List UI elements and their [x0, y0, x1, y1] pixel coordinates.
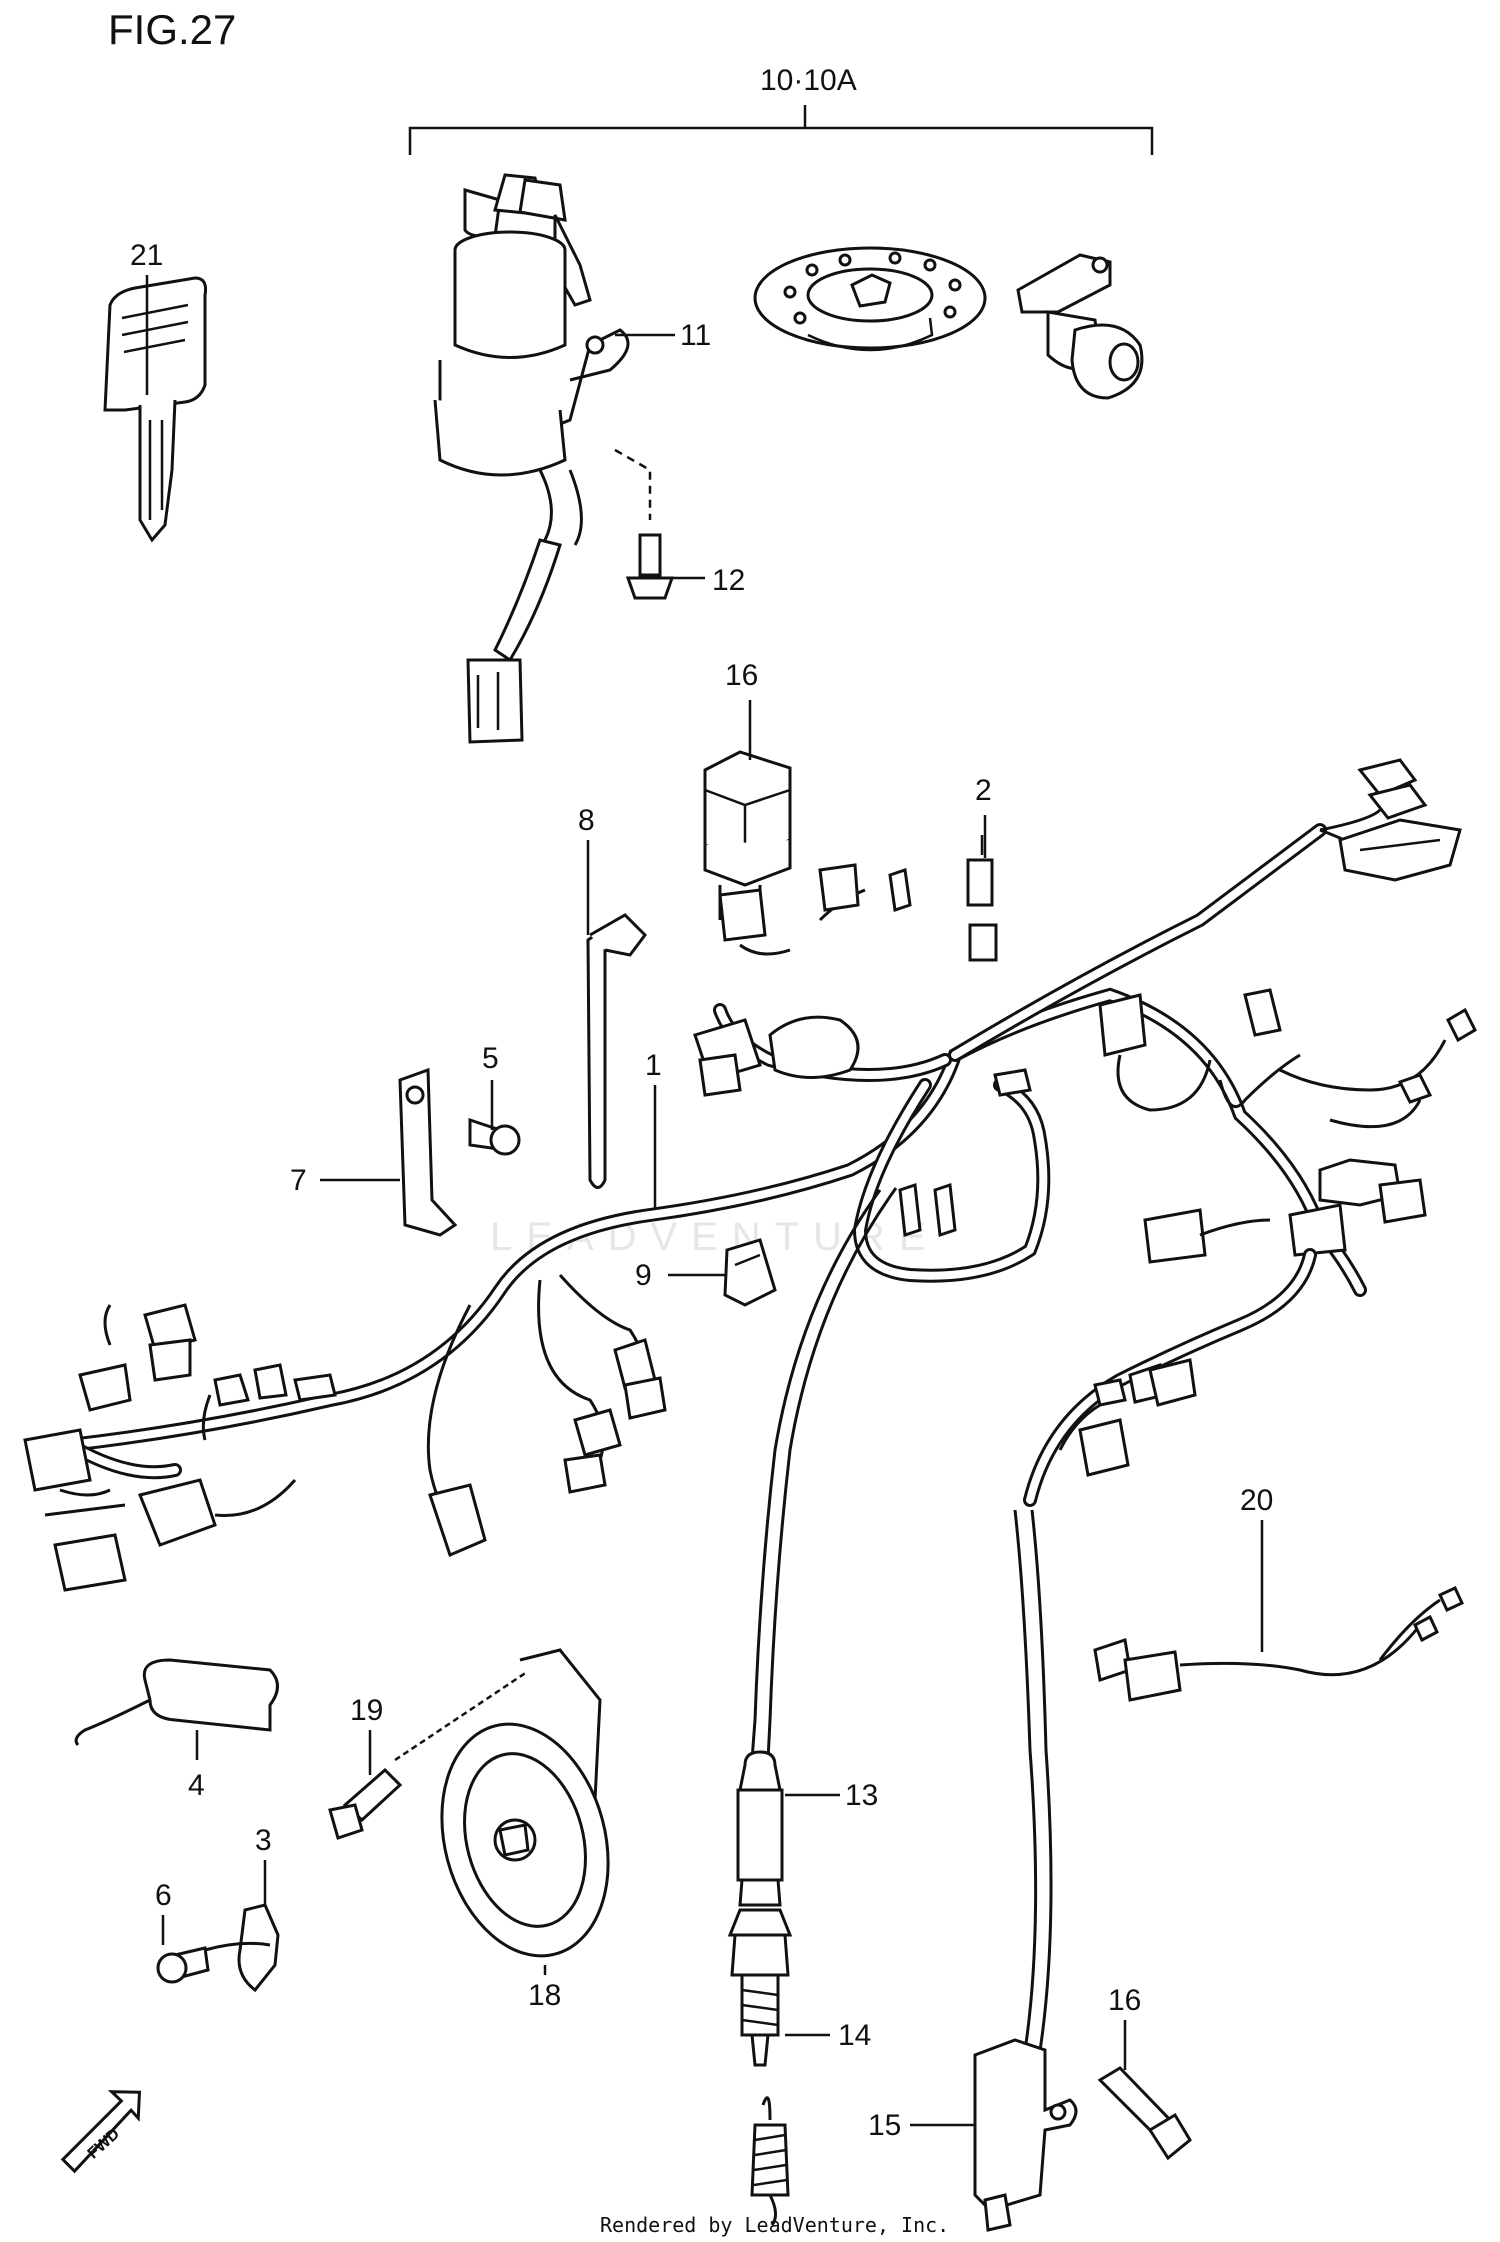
- callout-13: 13: [845, 1779, 878, 1812]
- group-bracket: 10·10A: [408, 64, 1154, 155]
- clamp-9: [723, 1238, 777, 1307]
- fuel-cap: [753, 246, 987, 352]
- callout-16-bolt: 16: [1108, 1984, 1141, 2017]
- callout-2: 2: [975, 774, 992, 807]
- callout-20: 20: [1240, 1484, 1273, 1517]
- clip-4: [74, 1658, 279, 1746]
- credit-text: Rendered by LeadVenture, Inc.: [600, 2213, 949, 2237]
- horn-18: [328, 1648, 610, 1958]
- wire-lead-20: [1093, 1586, 1464, 1702]
- leader-lines: [145, 275, 1264, 2127]
- group-label: 10·10A: [760, 64, 857, 97]
- relay-16: [703, 750, 792, 942]
- clip-3: [156, 1903, 280, 1993]
- callout-15: 15: [868, 2109, 901, 2142]
- sidestand-switch-15: [973, 2038, 1078, 2232]
- neutral-switch-13: [727, 1750, 793, 2067]
- callout-12: 12: [712, 564, 745, 597]
- callout-11: 11: [680, 319, 711, 352]
- strap-8: [586, 913, 647, 1189]
- callout-16-relay: 16: [725, 659, 758, 692]
- callout-5: 5: [482, 1042, 499, 1075]
- callout-7: 7: [290, 1164, 307, 1197]
- bracket-7: [398, 1067, 521, 1237]
- figure-title: FIG.27: [108, 6, 236, 53]
- callout-21: 21: [130, 239, 163, 272]
- main-harness: [23, 758, 1477, 2141]
- ignition-switch: [433, 173, 630, 744]
- callout-18: 18: [528, 1979, 561, 2012]
- bolt-16b: [1097, 2066, 1192, 2161]
- key-part: [103, 276, 207, 543]
- callout-6: 6: [155, 1879, 172, 1912]
- callout-8: 8: [578, 804, 595, 837]
- callout-4: 4: [188, 1769, 205, 1802]
- callout-1: 1: [645, 1049, 662, 1082]
- screw-12: [614, 448, 675, 600]
- callout-3: 3: [255, 1824, 272, 1857]
- spring-14: [750, 2096, 790, 2226]
- seat-lock: [1016, 253, 1144, 400]
- fwd-arrow-icon: FWD: [60, 2090, 142, 2174]
- callout-9: 9: [635, 1259, 652, 1292]
- callout-14: 14: [838, 2019, 871, 2052]
- callout-19: 19: [350, 1694, 383, 1727]
- callouts: 21 11 12 16 2 8 5 7 1 9 20 19 4 3 6 13 1…: [130, 239, 1273, 2142]
- fuse-2: [966, 835, 998, 962]
